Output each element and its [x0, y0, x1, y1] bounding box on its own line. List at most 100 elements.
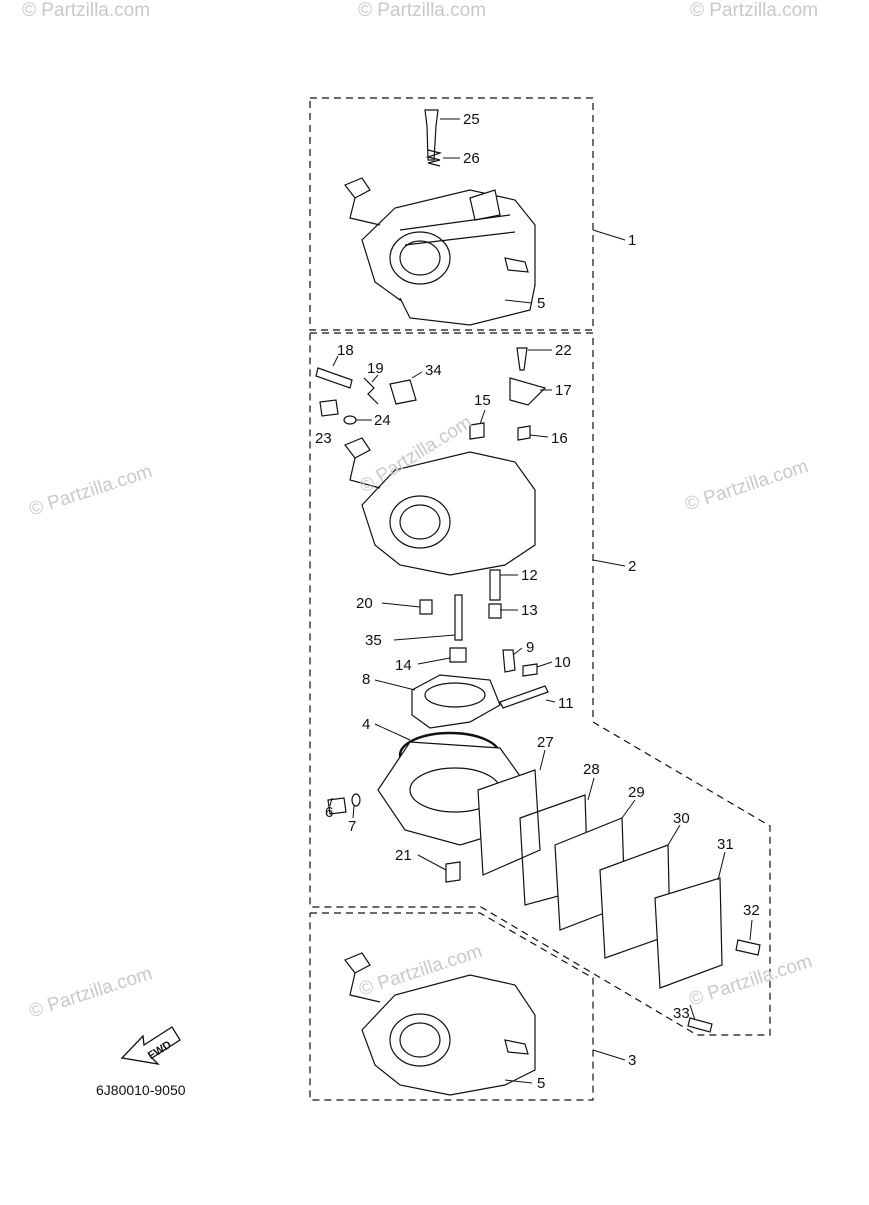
fwd-arrow-icon: FWD — [120, 1026, 181, 1065]
callout-8: 8 — [362, 671, 370, 688]
callout-30: 30 — [673, 810, 690, 827]
leader-27 — [539, 749, 546, 771]
screw-22-drawing — [516, 347, 528, 371]
screw-6-drawing — [327, 797, 347, 815]
assembly-1-boundary — [309, 97, 594, 331]
body-line-1 — [399, 214, 511, 231]
watermark: © Partzilla.com — [358, 0, 487, 21]
callout-26: 26 — [463, 150, 480, 167]
callout-32: 32 — [743, 902, 760, 919]
assembly-2-boundary — [309, 332, 771, 1036]
jet-12-drawing — [489, 569, 501, 601]
leader-28 — [587, 777, 595, 801]
leader-34 — [411, 371, 423, 379]
callout-10: 10 — [554, 654, 571, 671]
callout-15: 15 — [474, 392, 491, 409]
drain-21-drawing — [445, 861, 461, 883]
leader-6 — [329, 797, 333, 807]
leader-18 — [332, 355, 339, 367]
gasket-27-drawing — [477, 769, 541, 876]
leader-4 — [374, 723, 411, 741]
fitting-34-drawing — [389, 379, 417, 405]
callout-4: 4 — [362, 716, 370, 733]
jet-13-drawing — [488, 603, 502, 619]
callout-17: 17 — [555, 382, 572, 399]
seat-14-drawing — [449, 647, 467, 663]
carburetor-assembly-bottom — [344, 952, 536, 1096]
throttle-link-bottom — [349, 972, 381, 1003]
fitting-top — [504, 257, 529, 273]
leader-29 — [621, 799, 636, 819]
jet-20-drawing — [419, 599, 433, 615]
leader-9 — [512, 647, 523, 656]
leader-32 — [749, 919, 753, 941]
float-inner — [424, 682, 486, 708]
callout-1: 1 — [628, 232, 636, 249]
screw-33-drawing — [687, 1017, 713, 1033]
callout-11: 11 — [558, 695, 574, 712]
leader-2 — [592, 559, 626, 567]
diagram-code: 6J80010-9050 — [96, 1082, 186, 1098]
watermark: © Partzilla.com — [22, 0, 151, 21]
leader-16 — [529, 434, 549, 438]
throttle-link-top — [349, 197, 381, 226]
leader-10 — [536, 661, 553, 668]
leader-3 — [592, 1049, 626, 1061]
screw-32-drawing — [735, 939, 761, 956]
callout-14: 14 — [395, 657, 412, 674]
carb-bore-inner-middle — [399, 504, 441, 540]
assembly-3-boundary — [309, 912, 594, 1101]
needle-35-drawing — [454, 594, 463, 641]
leader-33 — [689, 1004, 696, 1021]
callout-21: 21 — [395, 847, 412, 864]
throttle-lever-bottom — [344, 952, 371, 974]
callout-16: 16 — [551, 430, 568, 447]
leader-21 — [417, 854, 447, 871]
watermark: © Partzilla.com — [690, 0, 819, 21]
valve-9-drawing — [502, 649, 516, 673]
plug-15-drawing — [469, 422, 485, 440]
carburetor-assembly-top — [344, 109, 536, 326]
carb-bowl-top — [399, 284, 536, 326]
callout-9: 9 — [526, 639, 534, 656]
callout-27: 27 — [537, 734, 554, 751]
leader-7 — [352, 805, 355, 819]
plug-16-drawing — [517, 425, 531, 441]
cover-31-drawing — [654, 877, 723, 989]
callout-7: 7 — [348, 818, 356, 835]
callout-22: 22 — [555, 342, 572, 359]
clip-10-drawing — [522, 663, 538, 677]
leader-11 — [545, 699, 556, 703]
bracket-top — [469, 189, 501, 221]
callout-33: 33 — [673, 1005, 690, 1022]
leader-15 — [479, 409, 486, 425]
callout-5-bottom: 5 — [537, 1075, 545, 1092]
leader-35 — [393, 634, 456, 641]
cover-17-drawing — [509, 377, 547, 406]
carburetor-assembly-middle — [315, 347, 761, 1033]
spring-26-drawing — [425, 149, 443, 167]
fwd-arrow-shape — [120, 1026, 181, 1065]
callout-3: 3 — [628, 1052, 636, 1069]
callout-20: 20 — [356, 595, 373, 612]
leader-19 — [371, 374, 379, 383]
callout-25: 25 — [463, 111, 480, 128]
callout-6: 6 — [325, 804, 333, 821]
washer-7-drawing — [351, 793, 361, 807]
leader-lines — [329, 118, 753, 1084]
callout-29: 29 — [628, 784, 645, 801]
callout-31: 31 — [717, 836, 734, 853]
throttle-link-middle — [349, 457, 381, 489]
callout-labels: 1 2 3 4 5 5 6 7 8 9 10 11 12 13 14 15 16… — [315, 111, 760, 1092]
throttle-lever-top — [344, 177, 371, 199]
callout-35: 35 — [365, 632, 382, 649]
leader-30 — [667, 824, 681, 846]
assembly-boundaries — [309, 97, 771, 1101]
callout-28: 28 — [583, 761, 600, 778]
callout-34: 34 — [425, 362, 442, 379]
carb-bore-inner-top — [399, 240, 441, 276]
callout-5-top: 5 — [537, 295, 545, 312]
leader-5-bottom — [504, 1079, 533, 1084]
leader-31 — [717, 851, 726, 881]
